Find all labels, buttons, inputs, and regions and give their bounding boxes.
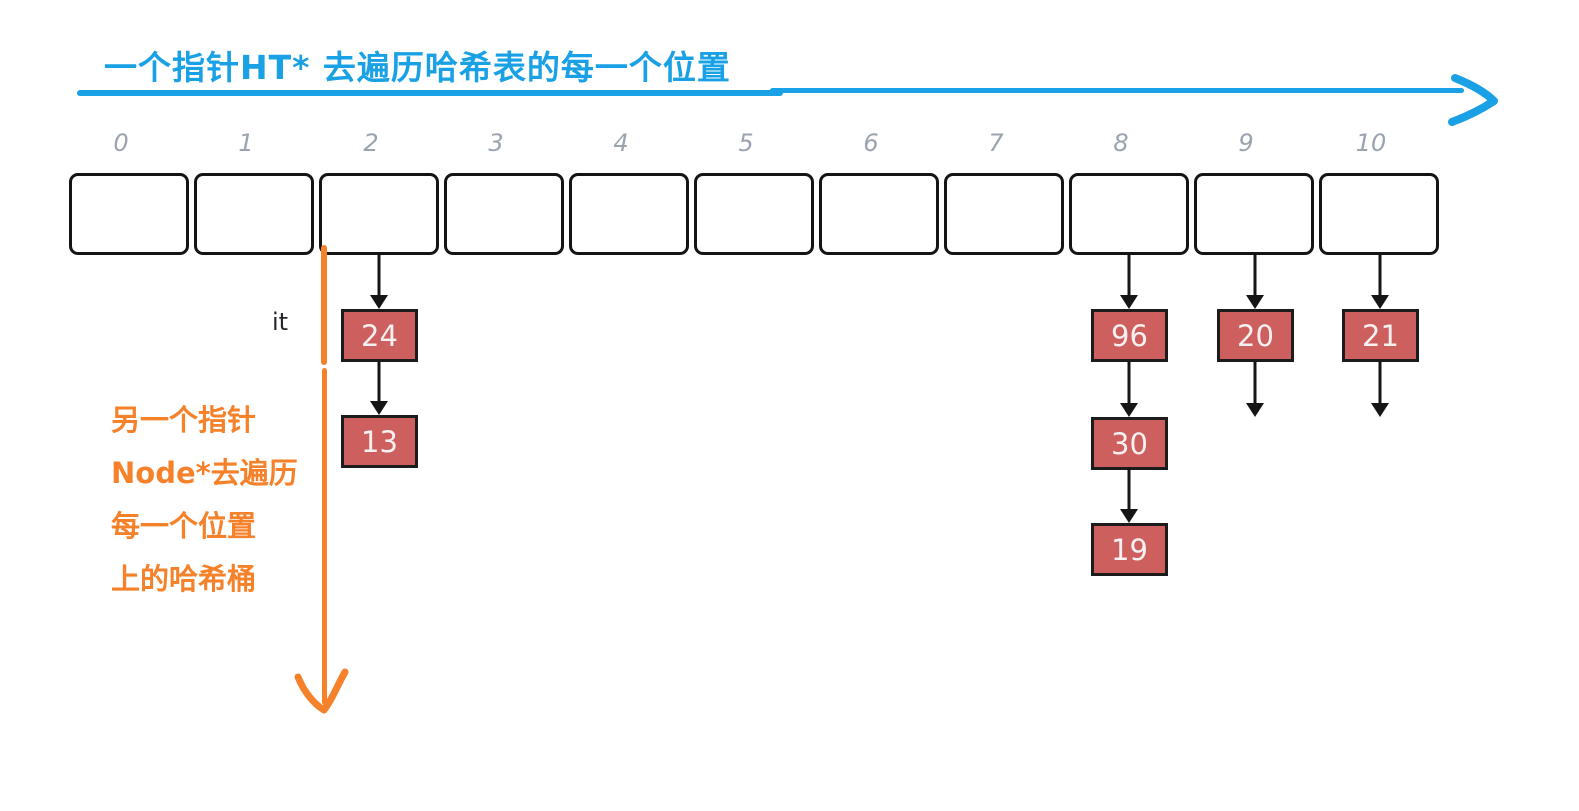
hash-slot-9: [1194, 173, 1314, 255]
down-arrow-icon: [1120, 255, 1138, 309]
hash-slot-5: [694, 173, 814, 255]
down-arrow-icon: [1246, 255, 1264, 309]
index-label-row: 0 1 2 3 4 5 6 7 8 9 10: [69, 129, 1439, 157]
node-pointer-arrow-line: [322, 368, 327, 705]
bucket-node-24: 24: [341, 309, 418, 362]
down-arrow-icon: [370, 255, 388, 309]
index-label-8: 8: [1113, 129, 1129, 157]
bucket-node-20: 20: [1217, 309, 1294, 362]
right-arrowhead-icon: [1448, 74, 1498, 126]
hash-slot-6: [819, 173, 939, 255]
down-arrow-icon: [1371, 255, 1389, 309]
hash-slot-2: [319, 173, 439, 255]
node-pointer-caption: 另一个指针 Node*去遍历 每一个位置 上的哈希桶: [111, 394, 298, 606]
index-label-6: 6: [863, 129, 879, 157]
hash-table-row: [69, 173, 1439, 255]
ht-pointer-arrow-line: [77, 90, 783, 96]
index-label-1: 1: [238, 129, 254, 157]
bucket-node-21: 21: [1342, 309, 1419, 362]
node-pointer-caption-line-4: 上的哈希桶: [111, 562, 257, 596]
hash-slot-3: [444, 173, 564, 255]
index-label-7: 7: [988, 129, 1004, 157]
node-pointer-caption-line-2: Node*去遍历: [111, 456, 298, 490]
down-arrow-icon: [1120, 361, 1138, 417]
bucket-node-19: 19: [1091, 523, 1168, 576]
index-label-10: 10: [1355, 129, 1387, 157]
hash-slot-8: [1069, 173, 1189, 255]
hash-slot-10: [1319, 173, 1439, 255]
ht-pointer-arrow-line: [770, 88, 1464, 93]
index-label-5: 5: [738, 129, 754, 157]
ht-pointer-caption: 一个指针HT* 去遍历哈希表的每一个位置: [104, 48, 731, 87]
hash-slot-7: [944, 173, 1064, 255]
node-pointer-arrow-line: [321, 245, 327, 365]
node-pointer-caption-line-1: 另一个指针: [111, 403, 257, 437]
index-label-2: 2: [363, 129, 379, 157]
down-arrowhead-icon: [294, 668, 349, 714]
bucket-node-96: 96: [1091, 309, 1168, 362]
down-arrow-icon: [370, 361, 388, 415]
index-label-3: 3: [488, 129, 504, 157]
iterator-label: it: [272, 308, 289, 336]
index-label-4: 4: [613, 129, 629, 157]
hash-slot-4: [569, 173, 689, 255]
down-arrow-icon: [1120, 468, 1138, 523]
hash-slot-0: [69, 173, 189, 255]
index-label-0: 0: [113, 129, 129, 157]
bucket-node-30: 30: [1091, 417, 1168, 470]
null-tail-arrow-icon: [1371, 361, 1389, 417]
null-tail-arrow-icon: [1246, 361, 1264, 417]
hash-slot-1: [194, 173, 314, 255]
index-label-9: 9: [1238, 129, 1254, 157]
bucket-node-13: 13: [341, 415, 418, 468]
node-pointer-caption-line-3: 每一个位置: [111, 509, 257, 543]
